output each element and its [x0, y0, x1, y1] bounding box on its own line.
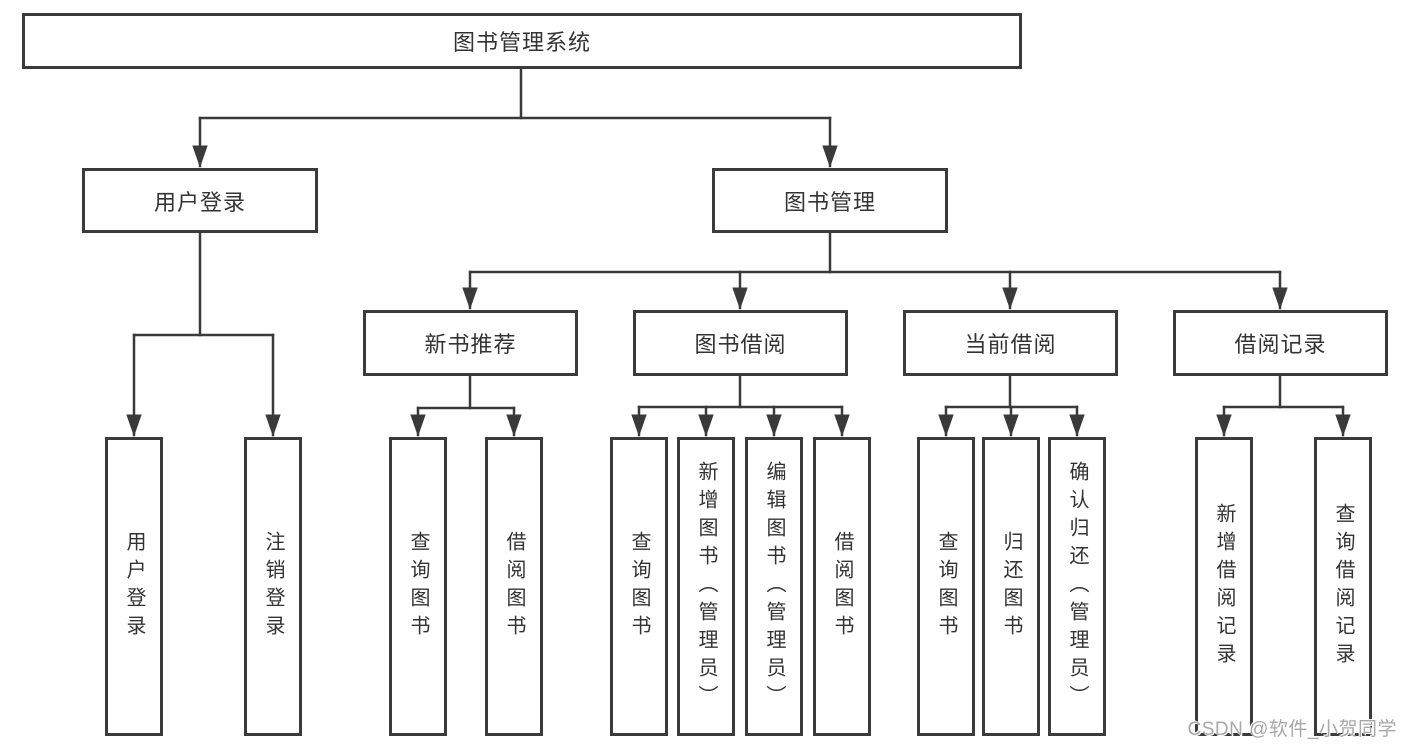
leaf-add-books-admin: 新增图书（管理员）	[677, 437, 735, 736]
leaf-borrow-books-recommend-label: 借阅图书	[503, 530, 525, 643]
node-book-management: 图书管理	[712, 168, 948, 233]
node-new-book-recommend: 新书推荐	[363, 310, 578, 376]
leaf-borrow-books: 借阅图书	[813, 437, 871, 736]
leaf-edit-books-admin: 编辑图书（管理员）	[745, 437, 803, 736]
leaf-query-books-current-label: 查询图书	[935, 530, 957, 643]
node-borrowing-records-label: 借阅记录	[1234, 332, 1327, 357]
node-user-login: 用户登录	[82, 168, 318, 233]
leaf-query-books-recommend-label: 查询图书	[407, 530, 429, 643]
node-current-borrowing-label: 当前借阅	[964, 332, 1057, 357]
leaf-query-books-current: 查询图书	[917, 437, 975, 736]
node-root-label: 图书管理系统	[452, 30, 591, 55]
leaf-borrow-books-label: 借阅图书	[831, 530, 853, 643]
node-borrowing-records: 借阅记录	[1173, 310, 1388, 376]
leaf-query-books-recommend: 查询图书	[389, 437, 447, 736]
leaf-query-books-borrowing: 查询图书	[610, 437, 668, 736]
leaf-query-borrow-record-label: 查询借阅记录	[1332, 502, 1354, 671]
leaf-add-borrow-record: 新增借阅记录	[1195, 437, 1253, 736]
leaf-return-books: 归还图书	[982, 437, 1040, 736]
leaf-add-books-admin-label: 新增图书（管理员）	[695, 460, 717, 713]
leaf-query-books-borrowing-label: 查询图书	[628, 530, 650, 643]
leaf-borrow-books-recommend: 借阅图书	[485, 437, 543, 736]
leaf-user-login-label: 用户登录	[123, 530, 145, 643]
node-current-borrowing: 当前借阅	[903, 310, 1118, 376]
node-user-login-label: 用户登录	[153, 189, 246, 215]
leaf-logout-label: 注销登录	[262, 530, 284, 643]
leaf-confirm-return-admin-label: 确认归还（管理员）	[1066, 460, 1088, 713]
leaf-add-borrow-record-label: 新增借阅记录	[1213, 502, 1235, 671]
leaf-logout: 注销登录	[244, 437, 302, 736]
leaf-user-login: 用户登录	[105, 437, 163, 736]
leaf-return-books-label: 归还图书	[1000, 530, 1022, 643]
node-new-book-recommend-label: 新书推荐	[424, 332, 517, 357]
node-book-borrowing: 图书借阅	[633, 310, 848, 376]
csdn-watermark: CSDN @软件_小贺同学	[1187, 719, 1397, 740]
leaf-confirm-return-admin: 确认归还（管理员）	[1048, 437, 1106, 736]
node-book-borrowing-label: 图书借阅	[694, 332, 787, 357]
leaf-edit-books-admin-label: 编辑图书（管理员）	[763, 460, 785, 713]
node-book-management-label: 图书管理	[783, 189, 876, 215]
node-root-library-management-system: 图书管理系统	[22, 13, 1022, 69]
leaf-query-borrow-record: 查询借阅记录	[1314, 437, 1372, 736]
